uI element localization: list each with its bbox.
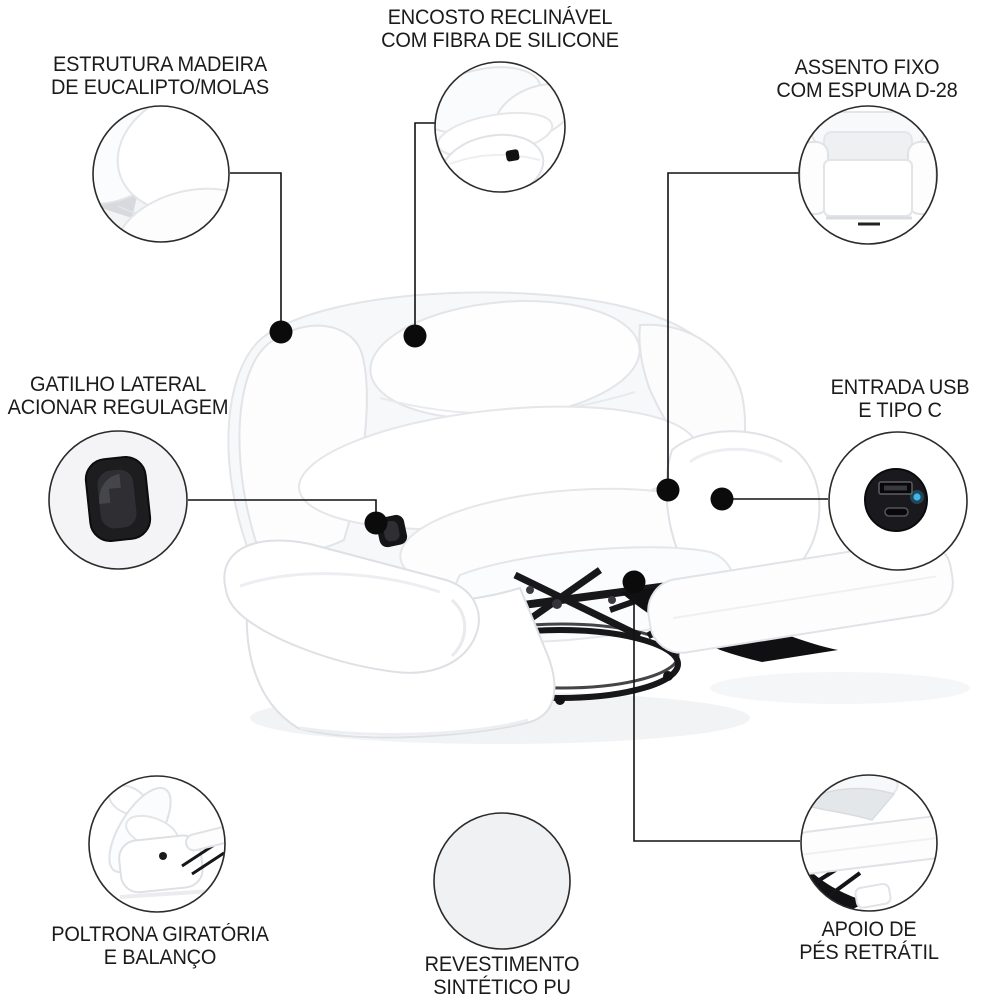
usb-c-port [884,507,909,517]
label-estrutura-madeira: ESTRUTURA MADEIRA DE EUCALIPTO/MOLAS [8,53,312,99]
label-line: E BALANÇO [103,946,217,969]
label-line: ENCOSTO RECLINÁVEL [387,6,613,29]
label-line: ESTRUTURA MADEIRA [52,53,268,76]
dot-gatilho [364,511,388,535]
detail-circle-gatilho [48,430,188,570]
label-gatilho-lateral: GATILHO LATERAL ACIONAR REGULAGEM [0,373,270,419]
label-line: E TIPO C [858,399,942,422]
connector-estrutura [230,172,282,332]
usb-led [913,493,921,501]
detail-circle-estrutura [92,105,230,243]
dot-usb [710,487,734,511]
connector-lines [188,122,828,842]
dot-estrutura [269,320,293,344]
label-revestimento-pu: REVESTIMENTO SINTÉTICO PU [350,953,654,999]
detail-circle-apoio [800,774,938,912]
label-entrada-usb: ENTRADA USB E TIPO C [748,376,1000,422]
label-line: POLTRONA GIRATÓRIA [51,923,269,946]
detail-circle-assento [798,105,938,245]
connector-encosto [414,122,435,336]
label-encosto-reclinavel: ENCOSTO RECLINÁVEL COM FIBRA DE SILICONE [348,6,652,52]
dot-apoio [622,570,646,594]
label-line: APOIO DE [821,918,917,941]
connector-assento [667,172,799,490]
label-line: COM FIBRA DE SILICONE [381,29,619,52]
connector-apoio [633,582,800,842]
footrest [620,540,954,662]
label-assento-fixo: ASSENTO FIXO COM ESPUMA D-28 [715,56,1000,102]
detail-circle-usb [828,431,968,571]
label-line: ASSENTO FIXO [794,56,940,79]
label-line: ENTRADA USB [830,376,970,399]
label-line: GATILHO LATERAL [29,373,207,396]
label-poltrona-giratoria: POLTRONA GIRATÓRIA E BALANÇO [8,923,312,969]
label-line: SINTÉTICO PU [433,976,571,999]
label-line: PÉS RETRÁTIL [799,941,939,964]
label-line: ACIONAR REGULAGEM [7,396,229,419]
label-apoio-pes: APOIO DE PÉS RETRÁTIL [717,918,1000,964]
label-line: DE EUCALIPTO/MOLAS [51,76,269,99]
detail-circle-poltrona [88,775,226,913]
recliner-chair-photo [223,291,970,744]
label-line: REVESTIMENTO [424,953,580,976]
detail-circle-encosto [434,61,566,193]
detail-circle-revestimento [433,812,571,950]
dot-encosto [403,324,427,348]
dot-assento [656,478,680,502]
feature-dots [269,320,734,594]
label-line: COM ESPUMA D-28 [776,79,958,102]
